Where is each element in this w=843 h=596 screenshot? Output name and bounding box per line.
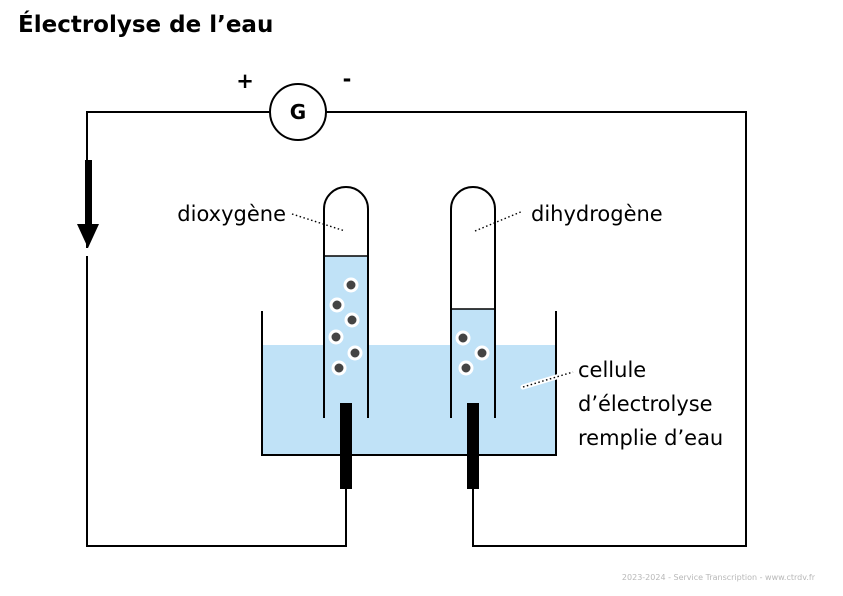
bubble: [329, 297, 345, 313]
leader-line-oxygen: [291, 213, 346, 232]
right-tube-water: [451, 309, 495, 418]
generator-circle: [269, 83, 327, 141]
electrolysis-cell: [261, 311, 557, 456]
page-title: Électrolyse de l’eau: [18, 12, 274, 38]
bubble: [455, 330, 471, 346]
current-arrow-head: [77, 224, 99, 248]
label-cell-line-1: cellule: [578, 358, 646, 382]
leader-line-hydrogen: [474, 210, 524, 232]
bubble: [474, 345, 490, 361]
footer-credit: 2023-2024 - Service Transcription - www.…: [621, 573, 815, 582]
oxygen-bubbles: [328, 277, 363, 376]
circuit-wire: [326, 111, 747, 547]
right-electrode: [467, 403, 479, 489]
left-electrode: [340, 403, 352, 489]
bubble: [328, 329, 344, 345]
cell-water: [262, 345, 556, 455]
generator-letter: G: [290, 100, 306, 124]
hydrogen-bubbles: [455, 330, 490, 376]
bubble: [344, 312, 360, 328]
bubble: [331, 360, 347, 376]
bubble: [347, 345, 363, 361]
left-test-tube: [323, 186, 369, 418]
leader-line-cell: [522, 371, 574, 388]
plus-sign: +: [236, 69, 254, 93]
wire-gap: [82, 248, 94, 256]
label-dioxygen: dioxygène: [177, 202, 286, 226]
bubble: [458, 360, 474, 376]
label-cell-line-2: d’électrolyse: [578, 392, 713, 416]
label-cell-line-3: remplie d’eau: [578, 426, 723, 450]
minus-sign: -: [343, 67, 352, 91]
label-dihydrogen: dihydrogène: [531, 202, 663, 226]
bubble: [343, 277, 359, 293]
circuit-wire: [86, 111, 347, 547]
current-arrow-shaft: [85, 160, 92, 230]
right-test-tube: [450, 186, 496, 418]
